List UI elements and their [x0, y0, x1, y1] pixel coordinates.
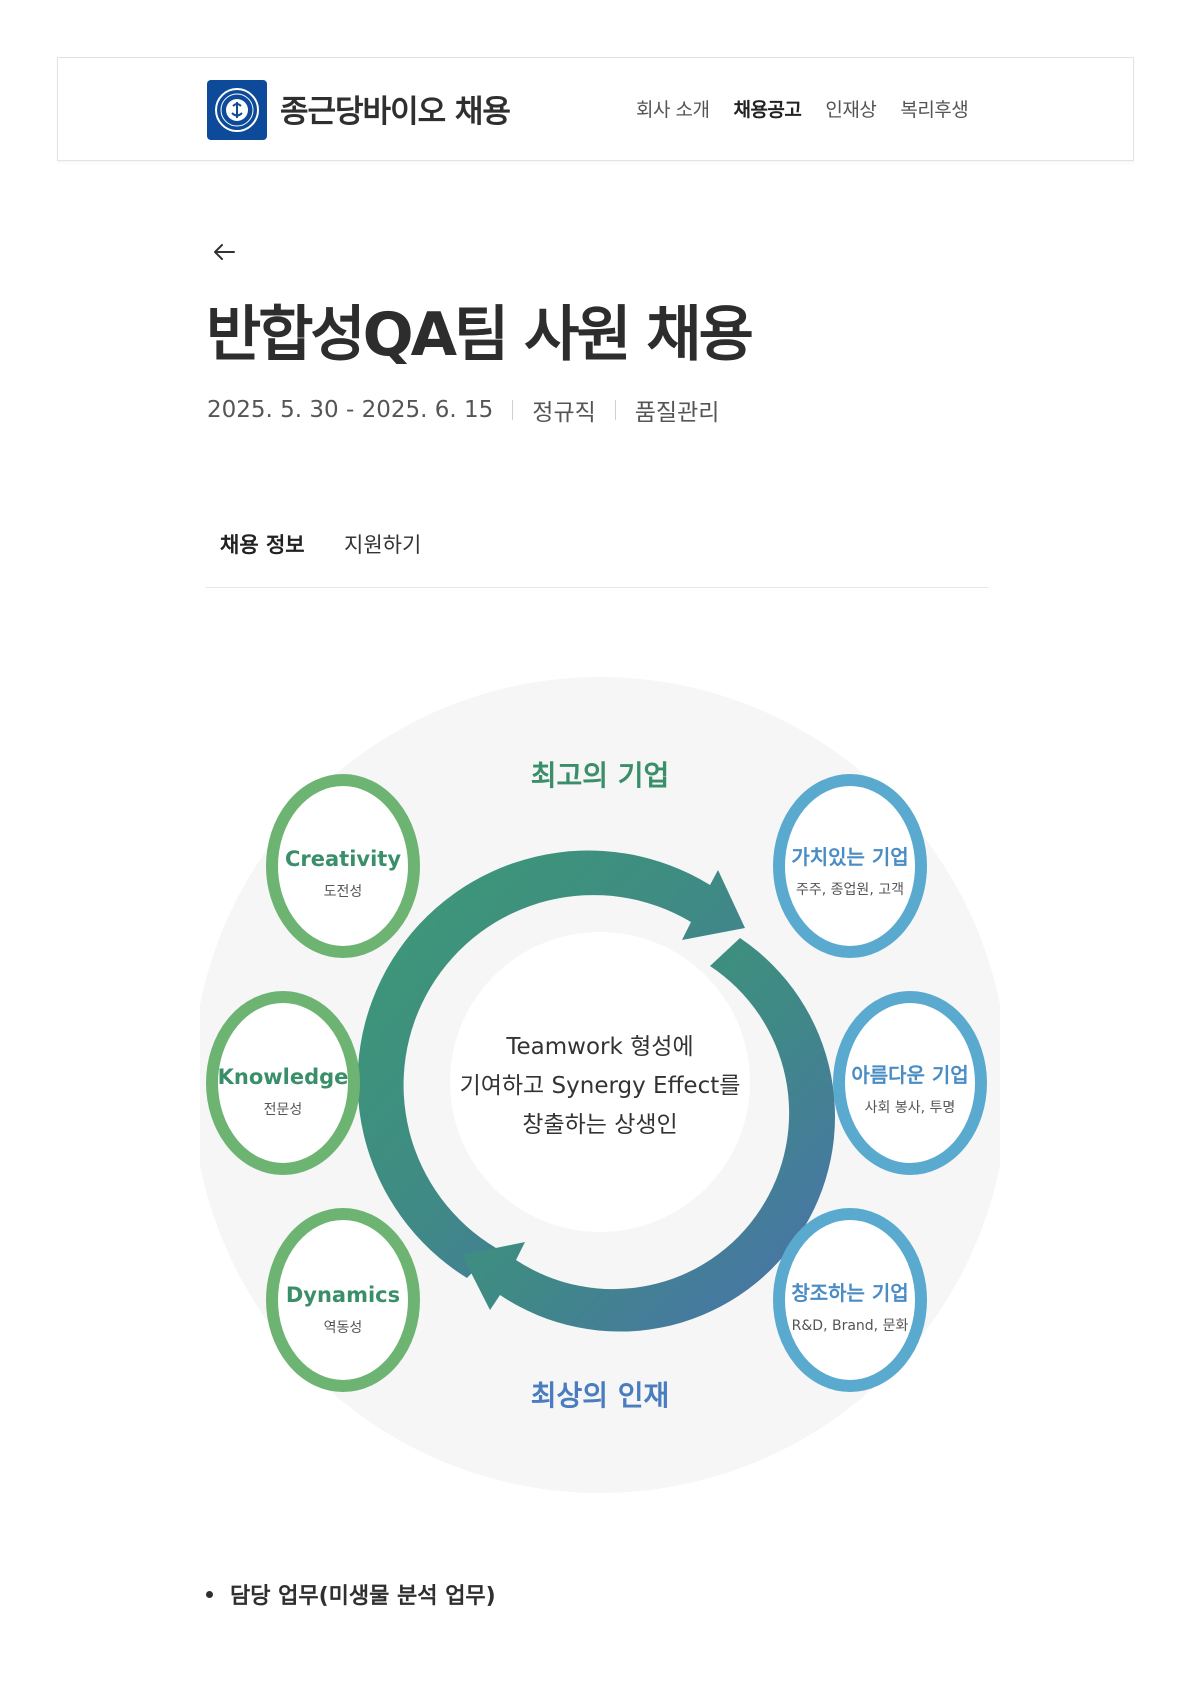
site-header: 종근당바이오 채용 회사 소개 채용공고 인재상 복리후생	[57, 57, 1134, 161]
duty-heading: 담당 업무(미생물 분석 업무)	[230, 1584, 496, 1609]
company-logo-icon[interactable]	[207, 80, 267, 140]
circle-dynamics: Dynamics 역동성	[266, 1208, 420, 1392]
creative-company-title: 창조하는 기업	[791, 1281, 908, 1305]
employment-type: 정규직	[532, 400, 596, 426]
talent-diagram: Teamwork 형성에 기여하고 Synergy Effect를 창출하는 상…	[200, 677, 1000, 1493]
main-nav: 회사 소개 채용공고 인재상 복리후생	[636, 95, 992, 122]
nav-item-company[interactable]: 회사 소개	[636, 99, 710, 121]
center-line-2: 기여하고 Synergy Effect를	[460, 1073, 741, 1099]
knowledge-title: Knowledge	[218, 1065, 349, 1089]
content-tabs: 채용 정보 지원하기	[206, 524, 988, 588]
circle-knowledge: Knowledge 전문성	[206, 991, 360, 1175]
circle-creativity: Creativity 도전성	[266, 774, 420, 958]
page-title: 반합성QA팀 사원 채용	[206, 300, 754, 370]
tab-job-info[interactable]: 채용 정보	[220, 533, 305, 557]
beautiful-company-title: 아름다운 기업	[851, 1063, 968, 1087]
creativity-title: Creativity	[285, 847, 401, 871]
circle-beautiful-company: 아름다운 기업 사회 봉사, 투명	[833, 991, 987, 1175]
meta-divider	[512, 400, 514, 420]
circle-creative-company: 창조하는 기업 R&D, Brand, 문화	[773, 1208, 927, 1392]
bottom-label: 최상의 인재	[531, 1379, 670, 1412]
circle-valuable-company: 가치있는 기업 주주, 종업원, 고객	[773, 774, 927, 958]
creative-company-subtitle: R&D, Brand, 문화	[792, 1318, 909, 1334]
valuable-company-title: 가치있는 기업	[791, 845, 908, 869]
beautiful-company-subtitle: 사회 봉사, 투명	[865, 1100, 956, 1116]
tab-apply[interactable]: 지원하기	[344, 533, 422, 557]
meta-divider	[614, 400, 616, 420]
posting-period: 2025. 5. 30 - 2025. 6. 15	[207, 397, 494, 423]
knowledge-subtitle: 전문성	[264, 1102, 303, 1118]
posting-meta: 2025. 5. 30 - 2025. 6. 15 정규직 품질관리	[207, 393, 719, 427]
valuable-company-subtitle: 주주, 종업원, 고객	[796, 882, 904, 898]
nav-item-benefits[interactable]: 복리후생	[900, 99, 969, 121]
cycle-arrows-icon	[357, 850, 836, 1332]
brand-name[interactable]: 종근당바이오 채용	[280, 94, 511, 130]
nav-item-talent[interactable]: 인재상	[825, 99, 877, 121]
center-line-3: 창출하는 상생인	[522, 1112, 677, 1138]
back-arrow-icon[interactable]	[210, 240, 238, 264]
center-circle	[450, 932, 750, 1232]
top-label: 최고의 기업	[531, 759, 670, 792]
dynamics-title: Dynamics	[286, 1283, 400, 1307]
center-line-1: Teamwork 형성에	[505, 1034, 693, 1060]
nav-item-jobs[interactable]: 채용공고	[733, 99, 802, 121]
bullet-dot-icon	[206, 1590, 213, 1598]
job-category: 품질관리	[634, 400, 720, 426]
list-item: 담당 업무(미생물 분석 업무)	[206, 1578, 496, 1610]
creativity-subtitle: 도전성	[324, 884, 363, 900]
dynamics-subtitle: 역동성	[324, 1320, 363, 1336]
